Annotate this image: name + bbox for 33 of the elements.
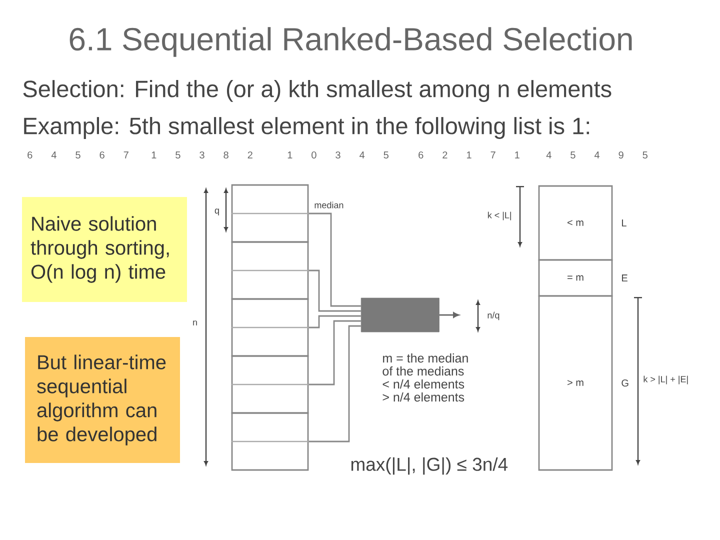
funnel-cylinder xyxy=(360,298,440,332)
sublist-box xyxy=(231,355,309,414)
example-text: Example: 5th smallest element in the following list is 1: xyxy=(24,117,589,139)
note-box: Naive solution through sorting, O(n log n) time xyxy=(22,197,187,302)
sublist-box xyxy=(231,412,309,471)
annotation-text: median xyxy=(314,202,344,208)
connector-line xyxy=(308,270,361,312)
partition-label: G xyxy=(622,379,628,387)
output-arrow xyxy=(439,312,460,318)
number-list: 4 5 4 9 5 xyxy=(546,151,648,159)
partition-label: E xyxy=(622,274,628,282)
connector-line xyxy=(308,212,361,307)
note-box: But linear-time sequential algorithm can be developed xyxy=(25,337,180,463)
connector-line xyxy=(308,315,361,328)
slide-title: 6.1 Sequential Ranked-Based Selection xyxy=(70,27,632,57)
dimension-label: k < |L| xyxy=(488,212,511,220)
annotation-text: > n/4 elements xyxy=(382,392,464,402)
sublist-box xyxy=(231,184,309,243)
annotation-text: of the medians xyxy=(382,366,464,376)
annotation-text: < n/4 elements xyxy=(382,379,464,389)
sublist-box xyxy=(231,241,309,300)
number-list: 1 5 3 8 2 xyxy=(152,151,252,159)
dimension-label: n/q xyxy=(488,312,500,320)
connector-line xyxy=(308,325,361,442)
formula-text: max(|L|, |G|) ≤ 3n/4 xyxy=(351,457,508,475)
number-list: 6 4 5 6 7 xyxy=(28,151,128,159)
dimension-label: q xyxy=(214,208,219,216)
sublist-box xyxy=(231,298,309,357)
partition-label: L xyxy=(622,220,626,226)
dimension-label: n xyxy=(193,320,197,326)
partition-box: = m xyxy=(538,259,613,297)
definition-text: Selection: Find the (or a) kth smallest among n elements xyxy=(23,80,612,102)
connector-line xyxy=(308,320,361,386)
